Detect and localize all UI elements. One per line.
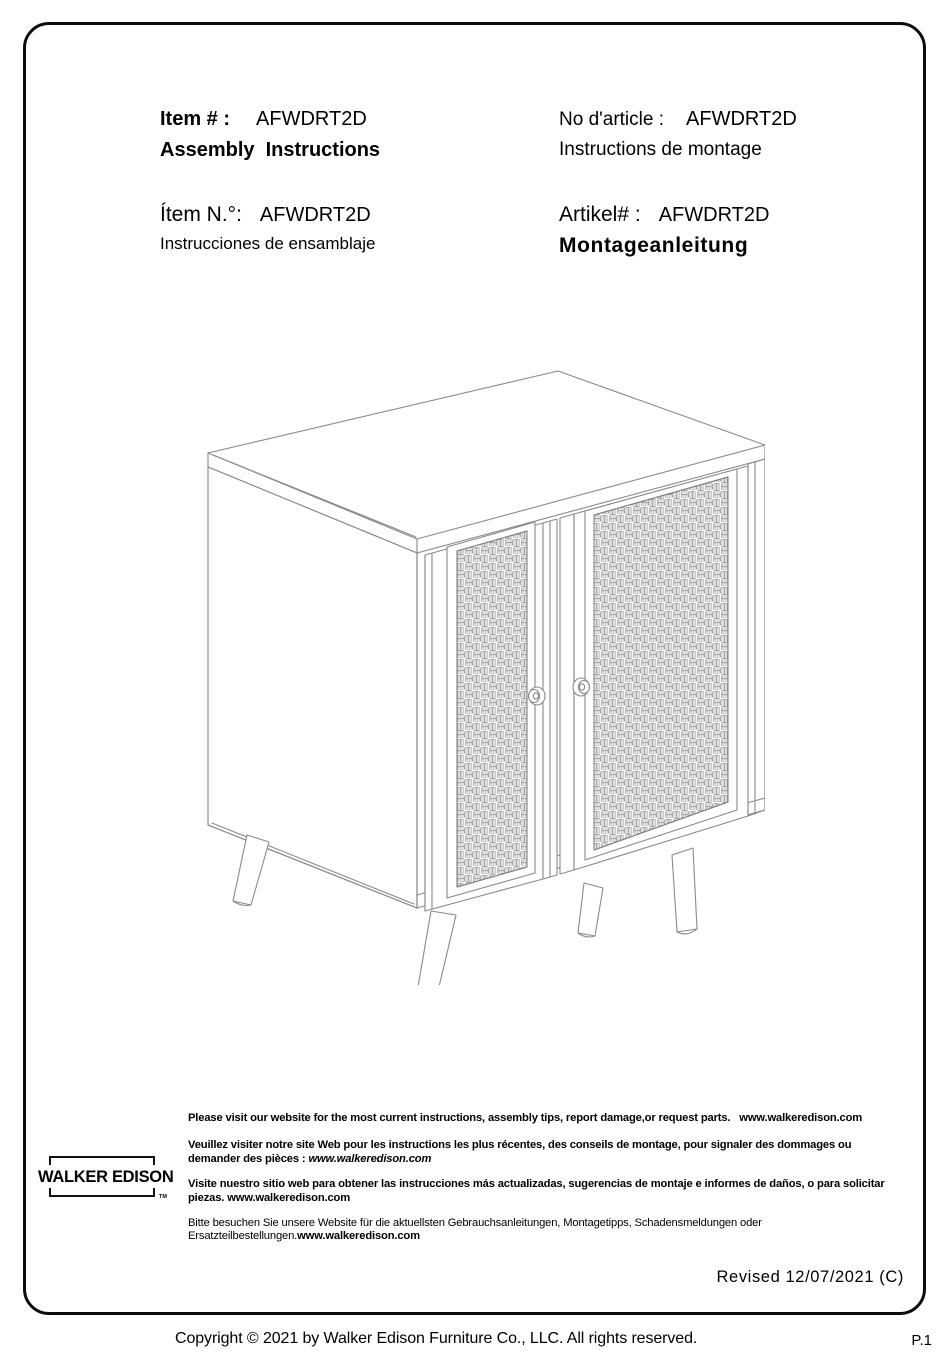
item-number-value-es: AFWDRT2D — [259, 204, 371, 226]
logo-brackets: WALKER EDISON TM — [38, 1155, 174, 1201]
item-number-value-fr: AFWDRT2D — [686, 108, 797, 130]
item-number-line-fr: No d'article : AFWDRT2D — [559, 108, 900, 139]
logo-trademark-icon: TM — [159, 1194, 167, 1200]
item-number-line-de: Artikel# : AFWDRT2D — [559, 203, 900, 234]
item-number-line-en: Item # : AFWDRT2D — [160, 108, 530, 139]
copyright-notice: Copyright © 2021 by Walker Edison Furnit… — [175, 1330, 698, 1347]
subtitle-line-fr: Instructions de montage — [559, 139, 900, 170]
logo-wordmark: WALKER EDISON — [38, 1168, 174, 1186]
footer-url-fr[interactable]: www.walkeredison.com — [308, 1152, 432, 1165]
cabinet-leg-front-left — [417, 910, 457, 985]
footer-note-french: Veuillez visiter notre site Web pour les… — [188, 1139, 904, 1166]
cabinet-right-door — [573, 465, 749, 871]
subtitle-fr: Instructions de montage — [559, 139, 762, 160]
cabinet-door-knob-left — [527, 686, 546, 706]
footer-url-en[interactable]: www.walkeredison.com — [739, 1112, 863, 1124]
cabinet-door-knob-right — [572, 677, 591, 697]
header-block-german: Artikel# : AFWDRT2D Montageanleitung — [530, 203, 900, 265]
header-row-en-fr: Item # : AFWDRT2D Assembly Instructions … — [160, 108, 900, 170]
item-number-line-es: Ítem N.°: AFWDRT2D — [160, 203, 530, 234]
footer-url-de[interactable]: www.walkeredison.com — [297, 1230, 420, 1243]
item-number-label-de: Artikel# : — [559, 203, 641, 226]
item-number-label-fr: No d'article : — [559, 109, 665, 130]
subtitle-line-es: Instrucciones de ensamblaje — [160, 234, 530, 265]
footer-url-es[interactable]: www.walkeredison.com — [227, 1191, 351, 1204]
footer-note-text-de: Bitte besuchen Sie unsere Website für di… — [188, 1217, 762, 1243]
cabinet-leg-back-right — [577, 882, 604, 938]
header-block-spanish: Ítem N.°: AFWDRT2D Instrucciones de ensa… — [160, 203, 530, 265]
header-block-english: Item # : AFWDRT2D Assembly Instructions — [160, 108, 530, 170]
subtitle-line-en: Assembly Instructions — [160, 139, 530, 170]
item-number-label-en: Item # : — [160, 108, 231, 130]
header-row-es-de: Ítem N.°: AFWDRT2D Instrucciones de ensa… — [160, 203, 900, 265]
cabinet-leg-back-left — [232, 834, 270, 907]
product-illustration — [185, 355, 765, 985]
cabinet-center-stile — [542, 513, 575, 880]
revision-date: Revised 12/07/2021 (C) — [716, 1268, 904, 1286]
cabinet-left-door — [424, 521, 544, 912]
header-block-french: No d'article : AFWDRT2D Instructions de … — [530, 108, 900, 170]
subtitle-es: Instrucciones de ensamblaje — [160, 234, 376, 253]
cabinet-left-side-panel — [207, 466, 418, 909]
page-border — [23, 22, 926, 1315]
footer-note-german: Bitte besuchen Sie unsere Website für di… — [188, 1217, 904, 1244]
cabinet-leg-front-right — [671, 847, 698, 935]
walker-edison-logo: WALKER EDISON TM — [38, 1155, 174, 1203]
footer-note-text-es: Visite nuestro sitio web para obtener la… — [188, 1178, 885, 1204]
footer-note-text-fr: Veuillez visiter notre site Web pour les… — [188, 1139, 852, 1165]
subtitle-en: Assembly Instructions — [160, 139, 381, 161]
page-number: P.1 — [911, 1332, 932, 1349]
footer-notes: Please visit our website for the most cu… — [188, 1112, 904, 1256]
footer-note-spanish: Visite nuestro sitio web para obtener la… — [188, 1178, 904, 1205]
subtitle-de: Montageanleitung — [559, 234, 749, 257]
item-number-value-de: AFWDRT2D — [658, 204, 770, 226]
item-number-value-en: AFWDRT2D — [256, 108, 367, 130]
footer-note-english: Please visit our website for the most cu… — [188, 1112, 904, 1125]
subtitle-line-de: Montageanleitung — [559, 234, 900, 265]
header: Item # : AFWDRT2D Assembly Instructions … — [160, 108, 900, 265]
item-number-label-es: Ítem N.°: — [160, 203, 242, 226]
logo-bracket-bottom — [49, 1188, 155, 1197]
footer-note-text-en: Please visit our website for the most cu… — [188, 1112, 731, 1124]
logo-bracket-top — [49, 1156, 155, 1165]
